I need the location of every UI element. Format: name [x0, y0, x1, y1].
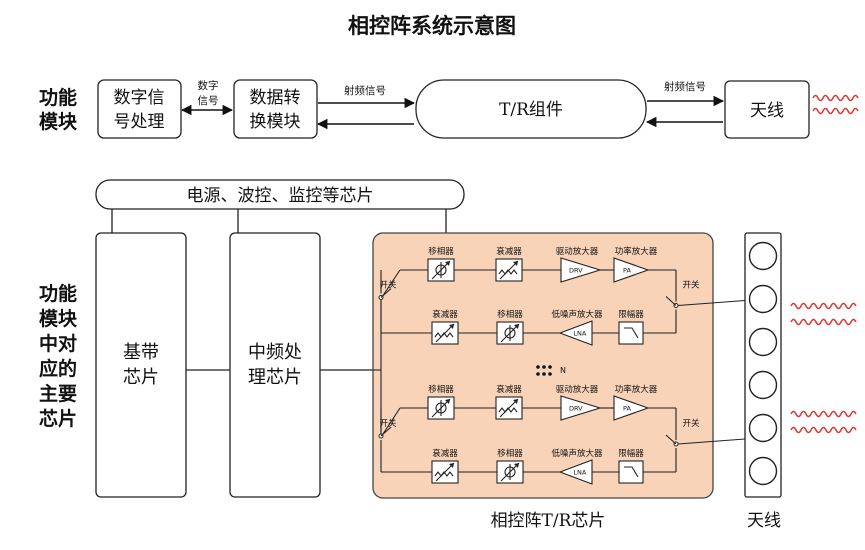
digital-signal-label: 数字 信号	[198, 79, 219, 107]
limiter-icon	[618, 460, 644, 484]
if-label-line: 理芯片	[248, 367, 302, 388]
limiter-icon	[618, 321, 644, 345]
dsp-block: 数字信 号处理	[97, 79, 182, 139]
attenuator-icon	[431, 460, 459, 484]
antenna-label: 天线	[750, 101, 784, 121]
component-label: 衰减器	[432, 448, 458, 459]
amplifier-label: PA	[623, 405, 632, 413]
row2-label-line: 中对	[39, 332, 77, 355]
rf-wave-icon	[812, 94, 859, 115]
row2-label-line: 功能	[39, 282, 77, 305]
dsp-label-line: 数字信	[114, 88, 165, 108]
antenna-block: 天线	[724, 80, 810, 139]
signal-line	[382, 269, 401, 296]
signal-line	[382, 407, 401, 435]
component-label: 功率放大器	[615, 246, 658, 257]
rf-wave-icon	[790, 302, 857, 326]
switch-icon	[378, 288, 392, 300]
switch-label: 开关	[379, 418, 397, 429]
baseband-chip-block: 基带 芯片	[95, 232, 187, 498]
antenna-element-icon	[748, 413, 778, 443]
tr-chip-caption: 相控阵T/R芯片	[491, 511, 606, 531]
component-label: 功率放大器	[615, 384, 658, 395]
component-label: 移相器	[428, 246, 454, 257]
component-label: 低噪声放大器	[551, 448, 603, 459]
if-label-line: 中频处	[248, 342, 302, 363]
diagram-title: 相控阵系统示意图	[348, 14, 516, 38]
switch-label: 开关	[379, 280, 397, 291]
amplifier-icon: DRV	[560, 257, 602, 283]
component-label: 衰减器	[496, 246, 522, 257]
antenna-array	[744, 232, 782, 498]
conversion-block: 数据转 换模块	[233, 79, 318, 139]
tr-module-label: T/R组件	[499, 100, 563, 120]
row2-label: 功能 模块 中对 应的 主要 芯片	[39, 282, 78, 430]
antenna-element-icon	[748, 456, 778, 486]
power-control-label: 电源、波控、监控等芯片	[187, 186, 374, 206]
row1-label-line: 模块	[39, 110, 78, 133]
phase-shifter-icon	[496, 460, 524, 484]
rf-signal-right-label: 射频信号	[664, 80, 706, 93]
antenna-element-icon	[748, 370, 778, 400]
row2-label-line: 应的	[39, 357, 77, 380]
component-label: 低噪声放大器	[551, 309, 603, 320]
row2-label-line: 主要	[39, 383, 77, 405]
component-label: 限幅器	[618, 309, 644, 320]
amplifier-label: DRV	[569, 405, 583, 413]
amplifier-label: PA	[623, 267, 632, 275]
channel-count-label: N	[560, 366, 566, 375]
attenuator-icon	[431, 321, 459, 345]
tr-module-block: T/R组件	[415, 79, 647, 139]
component-label: 驱动放大器	[556, 384, 599, 395]
row2-label-line: 芯片	[39, 407, 77, 430]
component-label: 衰减器	[496, 384, 522, 395]
switch-label: 开关	[682, 418, 700, 429]
attenuator-icon	[495, 396, 523, 420]
amplifier-icon: DRV	[560, 395, 602, 421]
component-label: 限幅器	[618, 448, 644, 459]
switch-icon	[665, 296, 679, 308]
signal-line	[677, 299, 746, 307]
component-label: 移相器	[497, 448, 523, 459]
antenna-array-caption: 天线	[747, 511, 781, 531]
if-chip-block: 中频处 理芯片	[229, 232, 321, 498]
conv-label-line: 换模块	[250, 112, 301, 132]
antenna-element-icon	[748, 284, 778, 314]
component-label: 移相器	[497, 309, 523, 320]
rf-wave-icon	[790, 410, 857, 434]
amplifier-label: DRV	[569, 267, 583, 275]
rf-signal-left-label: 射频信号	[344, 84, 386, 97]
baseband-label-line: 芯片	[123, 367, 159, 388]
power-control-bar: 电源、波控、监控等芯片	[95, 179, 465, 210]
row2-label-line: 模块	[39, 307, 78, 330]
tr-chip-panel	[372, 232, 714, 499]
amplifier-icon: PA	[613, 257, 650, 283]
dsp-label-line: 号处理	[114, 112, 165, 132]
switch-label: 开关	[682, 280, 700, 291]
antenna-element-icon	[748, 327, 778, 357]
antenna-element-icon	[748, 241, 778, 271]
digital-signal-line: 数字	[198, 79, 219, 92]
phase-shifter-icon	[427, 396, 455, 420]
attenuator-icon	[495, 258, 523, 282]
switch-icon	[378, 426, 392, 439]
component-label: 移相器	[428, 384, 454, 395]
phase-shifter-icon	[496, 321, 524, 345]
component-label: 衰减器	[432, 309, 458, 320]
row1-label: 功能 模块	[39, 86, 78, 133]
amplifier-icon: PA	[613, 395, 650, 421]
amplifier-label: LNA	[573, 330, 586, 338]
signal-line	[677, 438, 746, 445]
baseband-label-line: 基带	[123, 342, 159, 363]
row1-label-line: 功能	[39, 86, 77, 109]
channel-ellipsis-icon	[536, 365, 552, 376]
phase-shifter-icon	[427, 258, 455, 282]
conv-label-line: 数据转	[250, 88, 301, 108]
digital-signal-line: 信号	[198, 95, 219, 107]
component-label: 驱动放大器	[556, 246, 599, 257]
amplifier-label: LNA	[573, 469, 586, 477]
